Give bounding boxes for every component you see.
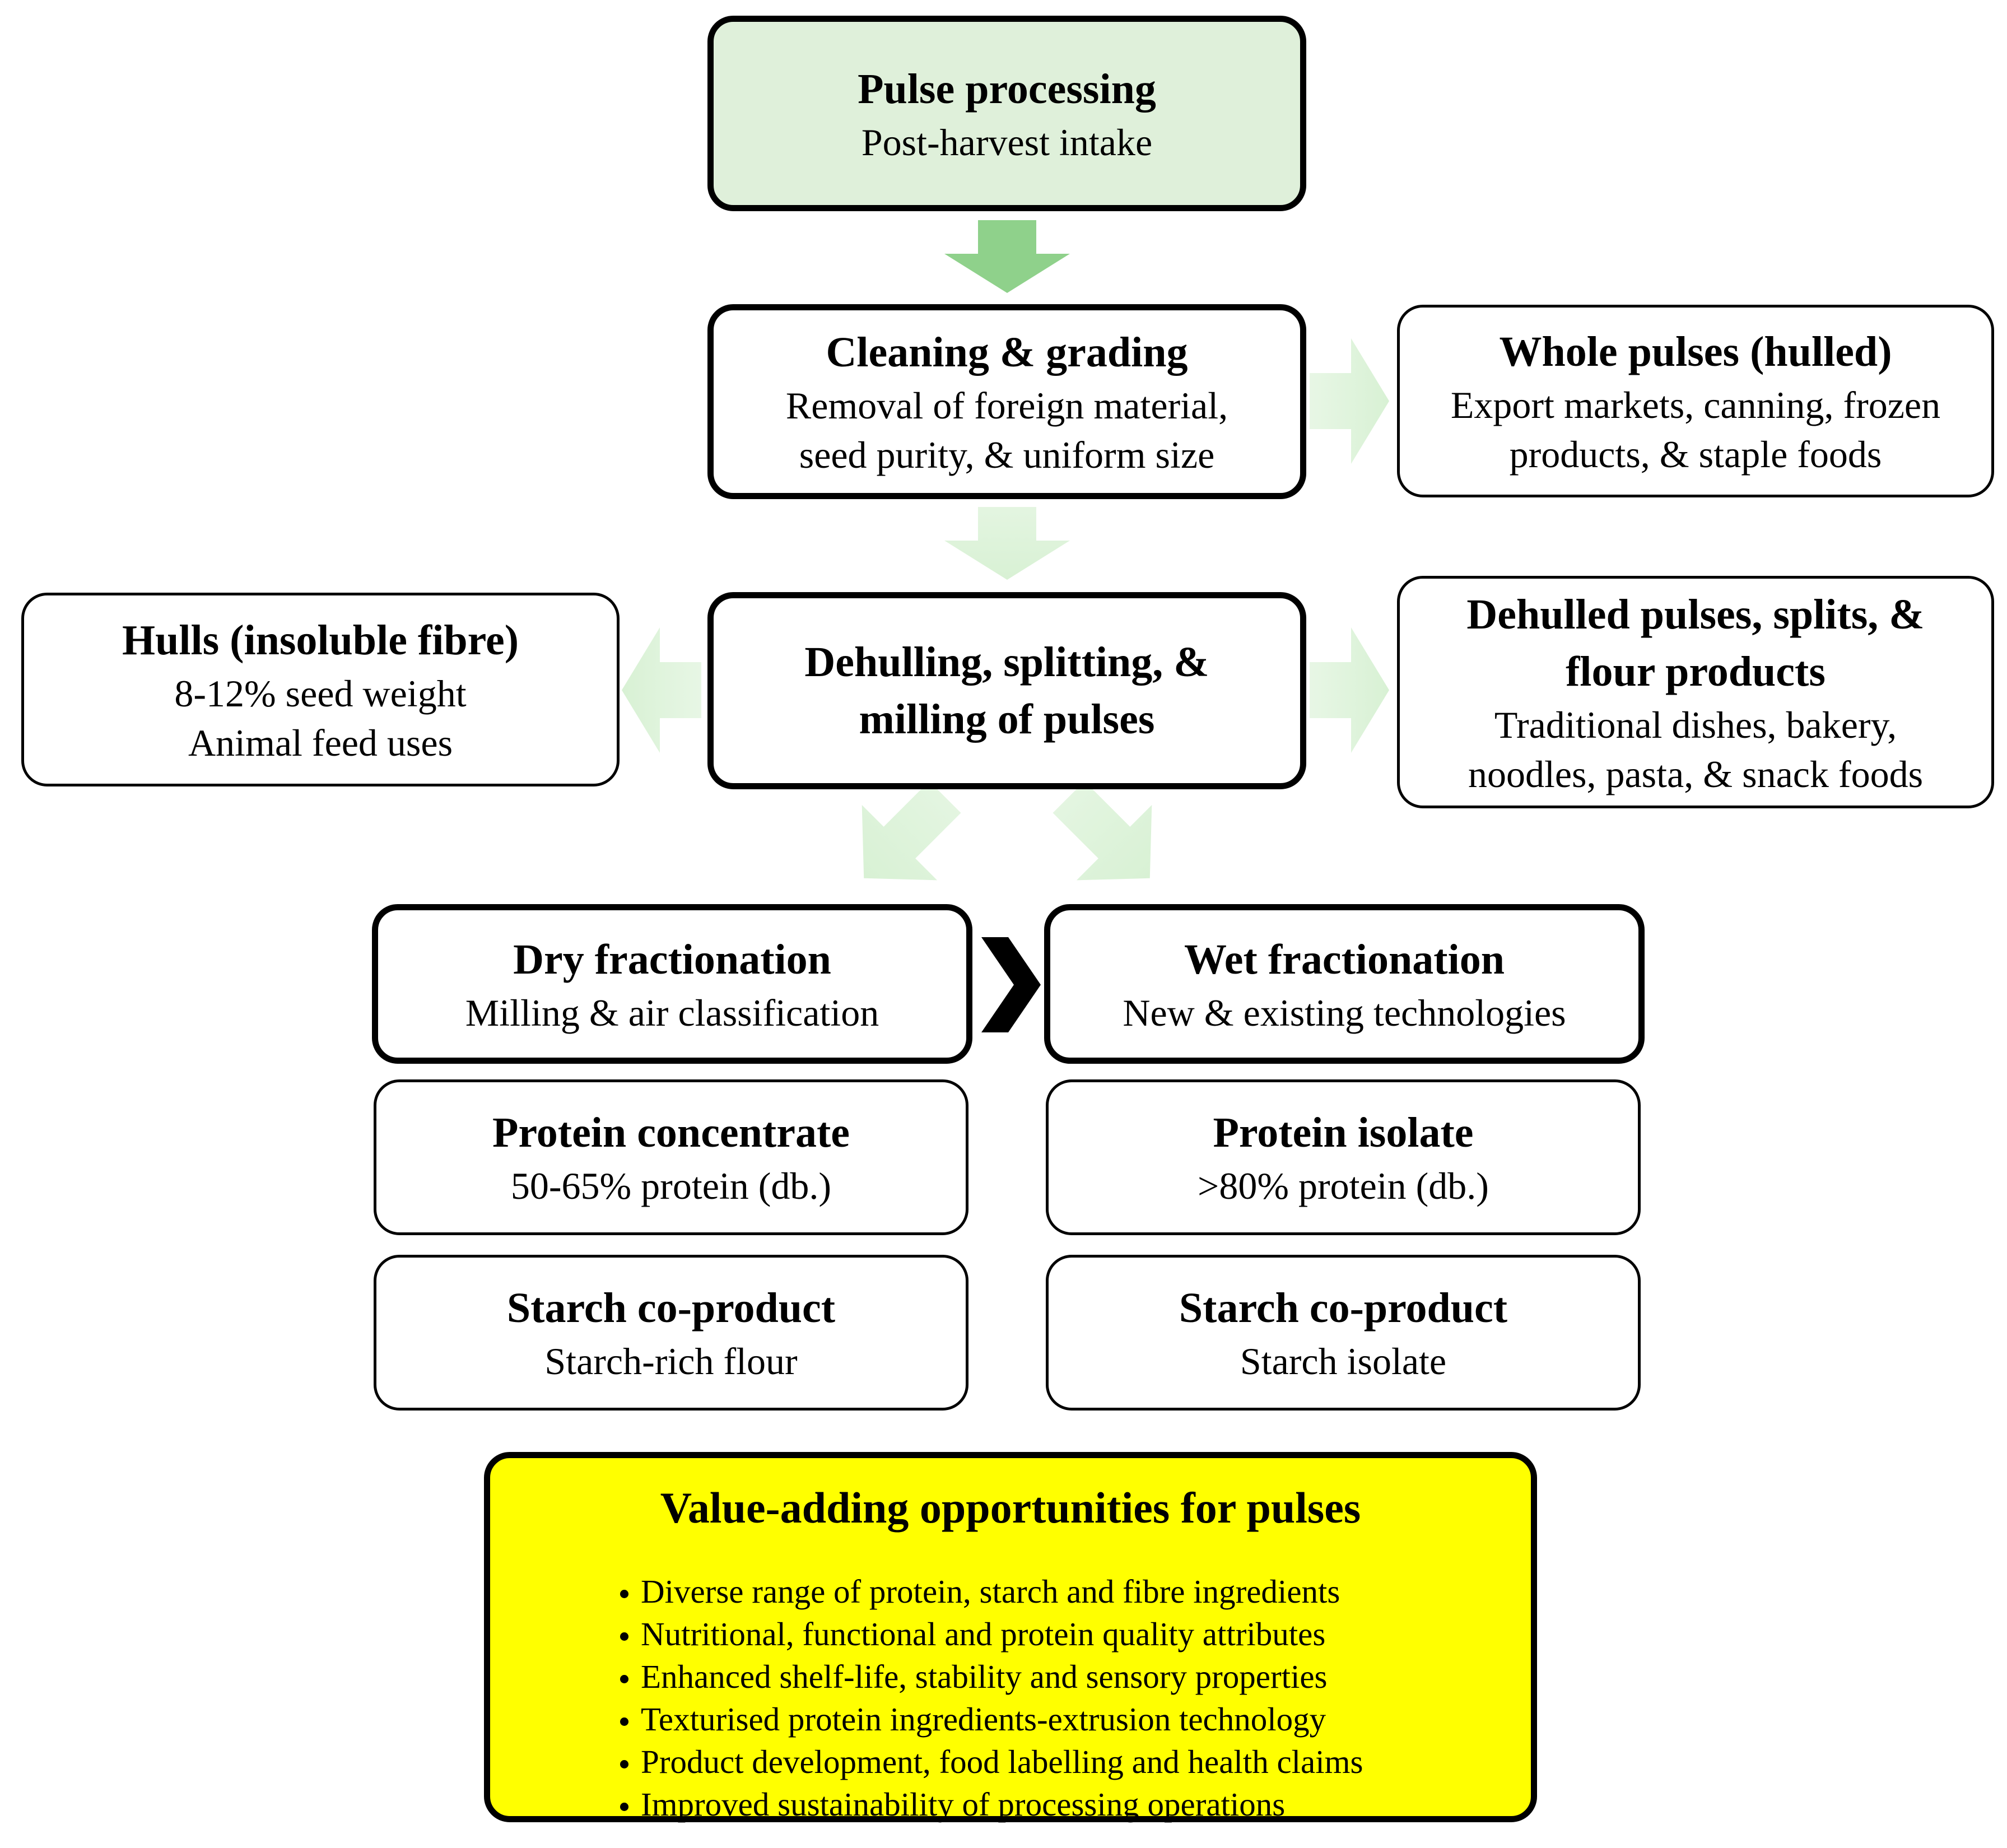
wet-fractionation-title: Wet fractionation: [1184, 935, 1505, 983]
starch-coproduct-dry-subtitle: Starch-rich flour: [544, 1340, 798, 1382]
value-adding-item: Nutritional, functional and protein qual…: [641, 1613, 1414, 1655]
hulls-box: Hulls (insoluble fibre) 8-12% seed weigh…: [21, 593, 620, 786]
whole-pulses-box: Whole pulses (hulled) Export markets, ca…: [1397, 305, 1994, 497]
starch-coproduct-wet-box: Starch co-product Starch isolate: [1046, 1255, 1641, 1411]
dehulled-products-title-line-2: flour products: [1566, 648, 1826, 695]
hulls-line-2: Animal feed uses: [188, 721, 453, 764]
dehulling-title-line-1: Dehulling, splitting, &: [804, 639, 1209, 686]
cleaning-grading-line-1: Removal of foreign material,: [785, 384, 1228, 427]
cleaning-grading-box: Cleaning & grading Removal of foreign ma…: [707, 304, 1306, 499]
pulse-processing-subtitle: Post-harvest intake: [861, 120, 1153, 164]
starch-coproduct-dry-title: Starch co-product: [506, 1284, 836, 1332]
starch-coproduct-wet-subtitle: Starch isolate: [1240, 1340, 1447, 1382]
dehulled-products-box: Dehulled pulses, splits, & flour product…: [1397, 576, 1994, 808]
value-adding-list: Diverse range of protein, starch and fib…: [607, 1570, 1414, 1826]
hulls-line-1: 8-12% seed weight: [174, 672, 467, 715]
cleaning-grading-title: Cleaning & grading: [826, 329, 1188, 376]
arrow-right-dehulling-to-dehulled: [1310, 627, 1389, 753]
value-adding-box: Value-adding opportunities for pulses Di…: [484, 1452, 1537, 1823]
arrow-down-pulse-to-cleaning: [944, 220, 1070, 293]
protein-isolate-subtitle: >80% protein (db.): [1198, 1165, 1489, 1207]
pulse-processing-box: Pulse processing Post-harvest intake: [707, 16, 1306, 211]
dehulled-products-title-line-1: Dehulled pulses, splits, &: [1466, 590, 1925, 638]
protein-concentrate-subtitle: 50-65% protein (db.): [510, 1165, 832, 1207]
starch-coproduct-wet-title: Starch co-product: [1179, 1284, 1508, 1332]
protein-isolate-title: Protein isolate: [1213, 1109, 1474, 1156]
arrow-diagonal-down-right: [1053, 781, 1152, 881]
dry-fractionation-box: Dry fractionation Milling & air classifi…: [372, 904, 972, 1064]
whole-pulses-line-1: Export markets, canning, frozen: [1450, 384, 1941, 426]
dry-fractionation-subtitle: Milling & air classification: [465, 991, 879, 1034]
cleaning-grading-line-2: seed purity, & uniform size: [799, 434, 1215, 476]
value-adding-item: Enhanced shelf-life, stability and senso…: [641, 1655, 1414, 1698]
value-adding-item: Product development, food labelling and …: [641, 1740, 1414, 1783]
wet-fractionation-box: Wet fractionation New & existing technol…: [1044, 904, 1645, 1064]
pulse-processing-title: Pulse processing: [858, 65, 1156, 113]
arrow-left-dehulling-to-hulls: [622, 627, 701, 753]
separator-chevron-icon: [981, 937, 1041, 1032]
dehulling-title-line-2: milling of pulses: [859, 696, 1155, 743]
value-adding-item: Texturised protein ingredients-extrusion…: [641, 1698, 1414, 1740]
protein-concentrate-box: Protein concentrate 50-65% protein (db.): [374, 1079, 968, 1235]
dry-fractionation-title: Dry fractionation: [513, 935, 831, 983]
protein-concentrate-title: Protein concentrate: [492, 1109, 850, 1156]
protein-isolate-box: Protein isolate >80% protein (db.): [1046, 1079, 1641, 1235]
value-adding-item: Diverse range of protein, starch and fib…: [641, 1570, 1414, 1613]
dehulling-box: Dehulling, splitting, & milling of pulse…: [707, 592, 1306, 789]
wet-fractionation-subtitle: New & existing technologies: [1123, 991, 1566, 1034]
arrow-right-cleaning-to-whole: [1310, 338, 1389, 464]
arrow-down-cleaning-to-dehulling: [944, 507, 1070, 580]
value-adding-title: Value-adding opportunities for pulses: [660, 1483, 1361, 1532]
starch-coproduct-dry-box: Starch co-product Starch-rich flour: [374, 1255, 968, 1411]
arrow-diagonal-down-left: [862, 781, 961, 881]
whole-pulses-line-2: products, & staple foods: [1509, 433, 1882, 476]
dehulled-products-line-1: Traditional dishes, bakery,: [1494, 703, 1897, 746]
hulls-title: Hulls (insoluble fibre): [122, 617, 519, 664]
whole-pulses-title: Whole pulses (hulled): [1499, 328, 1892, 375]
value-adding-item: Improved sustainability of processing op…: [641, 1783, 1414, 1826]
dehulled-products-line-2: noodles, pasta, & snack foods: [1468, 752, 1924, 795]
